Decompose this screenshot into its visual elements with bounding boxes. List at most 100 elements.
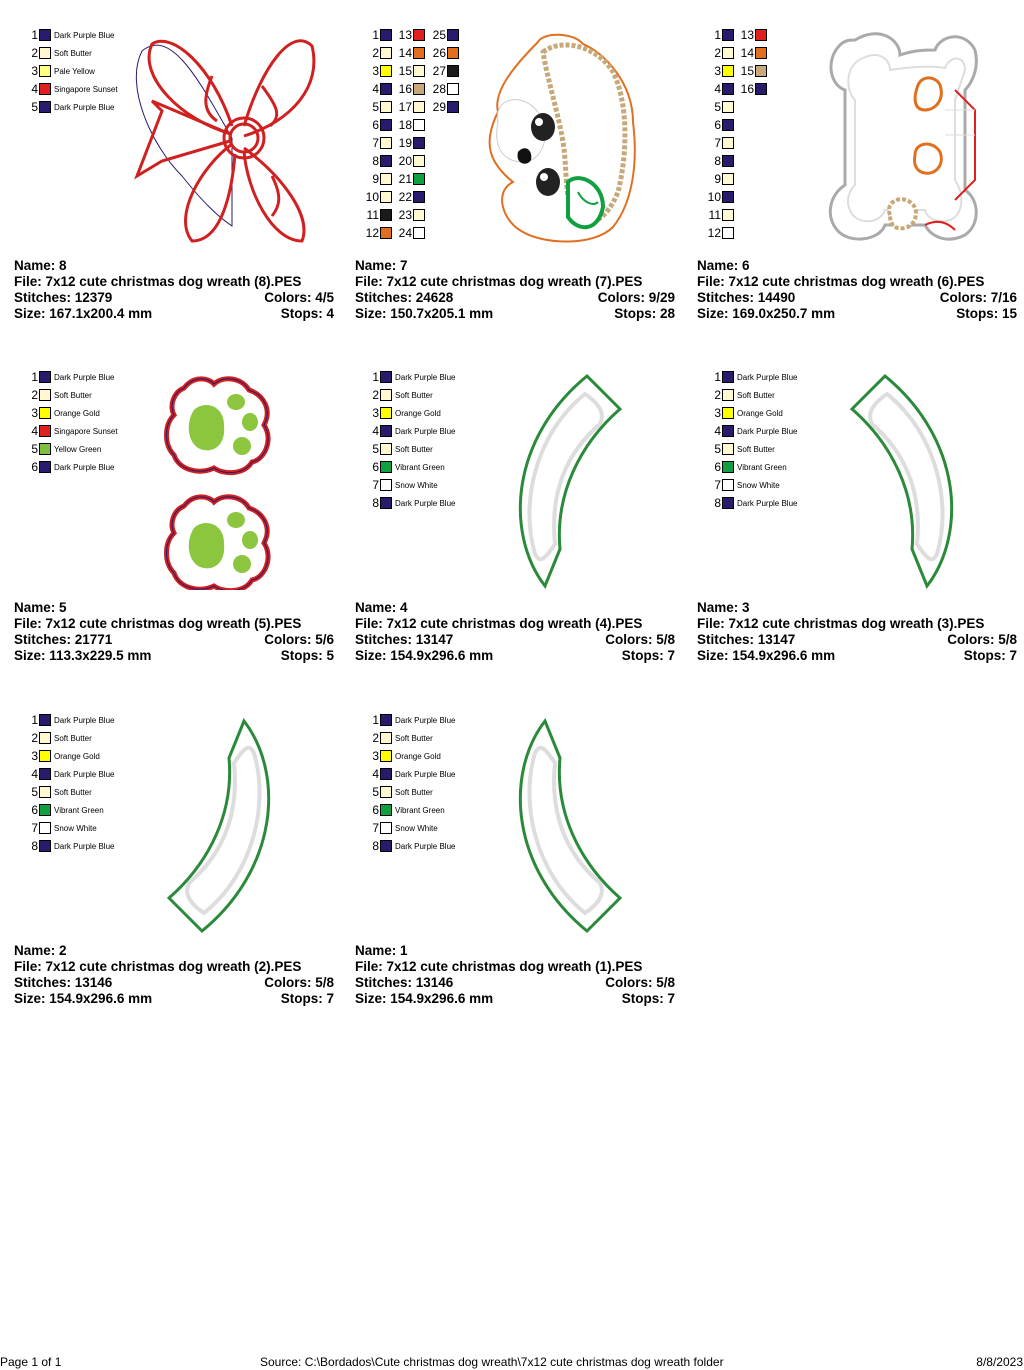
color-swatch	[413, 209, 425, 221]
color-number: 23	[398, 208, 412, 222]
color-swatch	[755, 47, 767, 59]
legend-row: 4	[361, 80, 392, 98]
color-name: Vibrant Green	[395, 805, 445, 815]
design-colors: Colors: 7/16	[939, 290, 1017, 305]
color-name: Dark Purple Blue	[54, 102, 115, 112]
design-stitches: Stitches: 24628	[355, 290, 454, 305]
color-swatch	[722, 443, 734, 455]
color-swatch	[380, 83, 392, 95]
design-stops: Stops: 7	[963, 648, 1017, 663]
design-file: File: 7x12 cute christmas dog wreath (2)…	[14, 959, 302, 974]
design-file: File: 7x12 cute christmas dog wreath (5)…	[14, 616, 302, 631]
color-number: 3	[714, 406, 721, 420]
design-stops: Stops: 15	[956, 306, 1017, 321]
color-swatch	[39, 389, 51, 401]
color-number: 5	[372, 785, 379, 799]
color-number: 7	[372, 821, 379, 835]
design-colors: Colors: 5/8	[605, 975, 675, 990]
color-name: Dark Purple Blue	[737, 426, 798, 436]
color-swatch	[380, 389, 392, 401]
color-number: 16	[740, 82, 754, 96]
color-number: 2	[372, 388, 379, 402]
legend-row: 20	[395, 152, 425, 170]
color-swatch	[39, 786, 51, 798]
color-name: Orange Gold	[395, 408, 441, 418]
design-info: Name: 5 File: 7x12 cute christmas dog wr…	[14, 600, 334, 664]
color-swatch	[722, 101, 734, 113]
color-number: 19	[398, 136, 412, 150]
color-name: Soft Butter	[737, 390, 775, 400]
color-swatch	[722, 407, 734, 419]
legend-row: 4 Singapore Sunset	[20, 422, 118, 440]
color-swatch	[722, 371, 734, 383]
design-colors: Colors: 5/8	[947, 632, 1017, 647]
color-number: 2	[714, 388, 721, 402]
color-number: 15	[398, 64, 412, 78]
design-preview-arc-segment	[166, 718, 271, 933]
legend-row: 19	[395, 134, 425, 152]
design-colors: Colors: 4/5	[264, 290, 334, 305]
design-size: Size: 169.0x250.7 mm	[697, 306, 836, 321]
color-swatch	[722, 119, 734, 131]
design-name: Name: 4	[355, 600, 408, 615]
legend-row: 15	[395, 62, 425, 80]
color-number: 3	[31, 406, 38, 420]
legend-row: 3	[703, 62, 734, 80]
design-stitches: Stitches: 12379	[14, 290, 113, 305]
legend-row: 6	[361, 116, 392, 134]
color-name: Singapore Sunset	[54, 84, 118, 94]
color-number: 8	[372, 154, 379, 168]
color-swatch	[722, 227, 734, 239]
color-number: 5	[714, 100, 721, 114]
color-name: Dark Purple Blue	[395, 372, 456, 382]
color-swatch	[413, 83, 425, 95]
color-name: Soft Butter	[395, 444, 433, 454]
color-swatch	[39, 768, 51, 780]
design-info: Name: 4 File: 7x12 cute christmas dog wr…	[355, 600, 675, 664]
design-stitches: Stitches: 13146	[355, 975, 454, 990]
color-number: 4	[31, 424, 38, 438]
color-swatch	[380, 461, 392, 473]
design-preview-arc-segment	[518, 374, 623, 589]
color-number: 5	[372, 100, 379, 114]
color-name: Orange Gold	[737, 408, 783, 418]
color-number: 5	[31, 785, 38, 799]
color-swatch	[447, 101, 459, 113]
color-number: 20	[398, 154, 412, 168]
color-swatch	[380, 119, 392, 131]
design-preview-arc-segment	[849, 374, 954, 589]
color-swatch	[39, 47, 51, 59]
color-number: 12	[365, 226, 379, 240]
color-swatch	[722, 479, 734, 491]
color-name: Snow White	[737, 480, 780, 490]
design-name: Name: 6	[697, 258, 750, 273]
legend-row: 10	[703, 188, 734, 206]
color-number: 13	[740, 28, 754, 42]
color-name: Singapore Sunset	[54, 426, 118, 436]
design-size: Size: 167.1x200.4 mm	[14, 306, 153, 321]
legend-row: 2	[703, 44, 734, 62]
color-swatch	[722, 191, 734, 203]
design-stitches: Stitches: 21771	[14, 632, 113, 647]
color-number: 12	[707, 226, 721, 240]
color-swatch	[39, 804, 51, 816]
color-number: 4	[31, 767, 38, 781]
color-swatch	[39, 840, 51, 852]
color-number: 8	[714, 154, 721, 168]
